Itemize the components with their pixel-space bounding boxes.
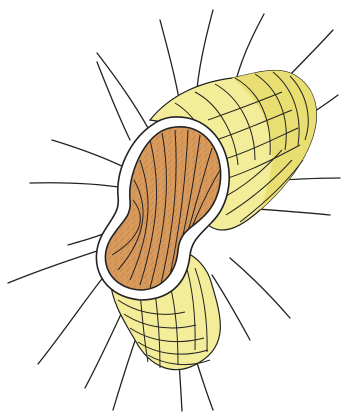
field-line <box>97 53 148 128</box>
field-line <box>230 258 290 318</box>
field-line <box>52 140 130 170</box>
field-line <box>8 250 100 283</box>
field-line <box>30 183 125 188</box>
field-line <box>160 20 180 105</box>
field-line <box>97 62 130 140</box>
field-line <box>38 275 105 364</box>
